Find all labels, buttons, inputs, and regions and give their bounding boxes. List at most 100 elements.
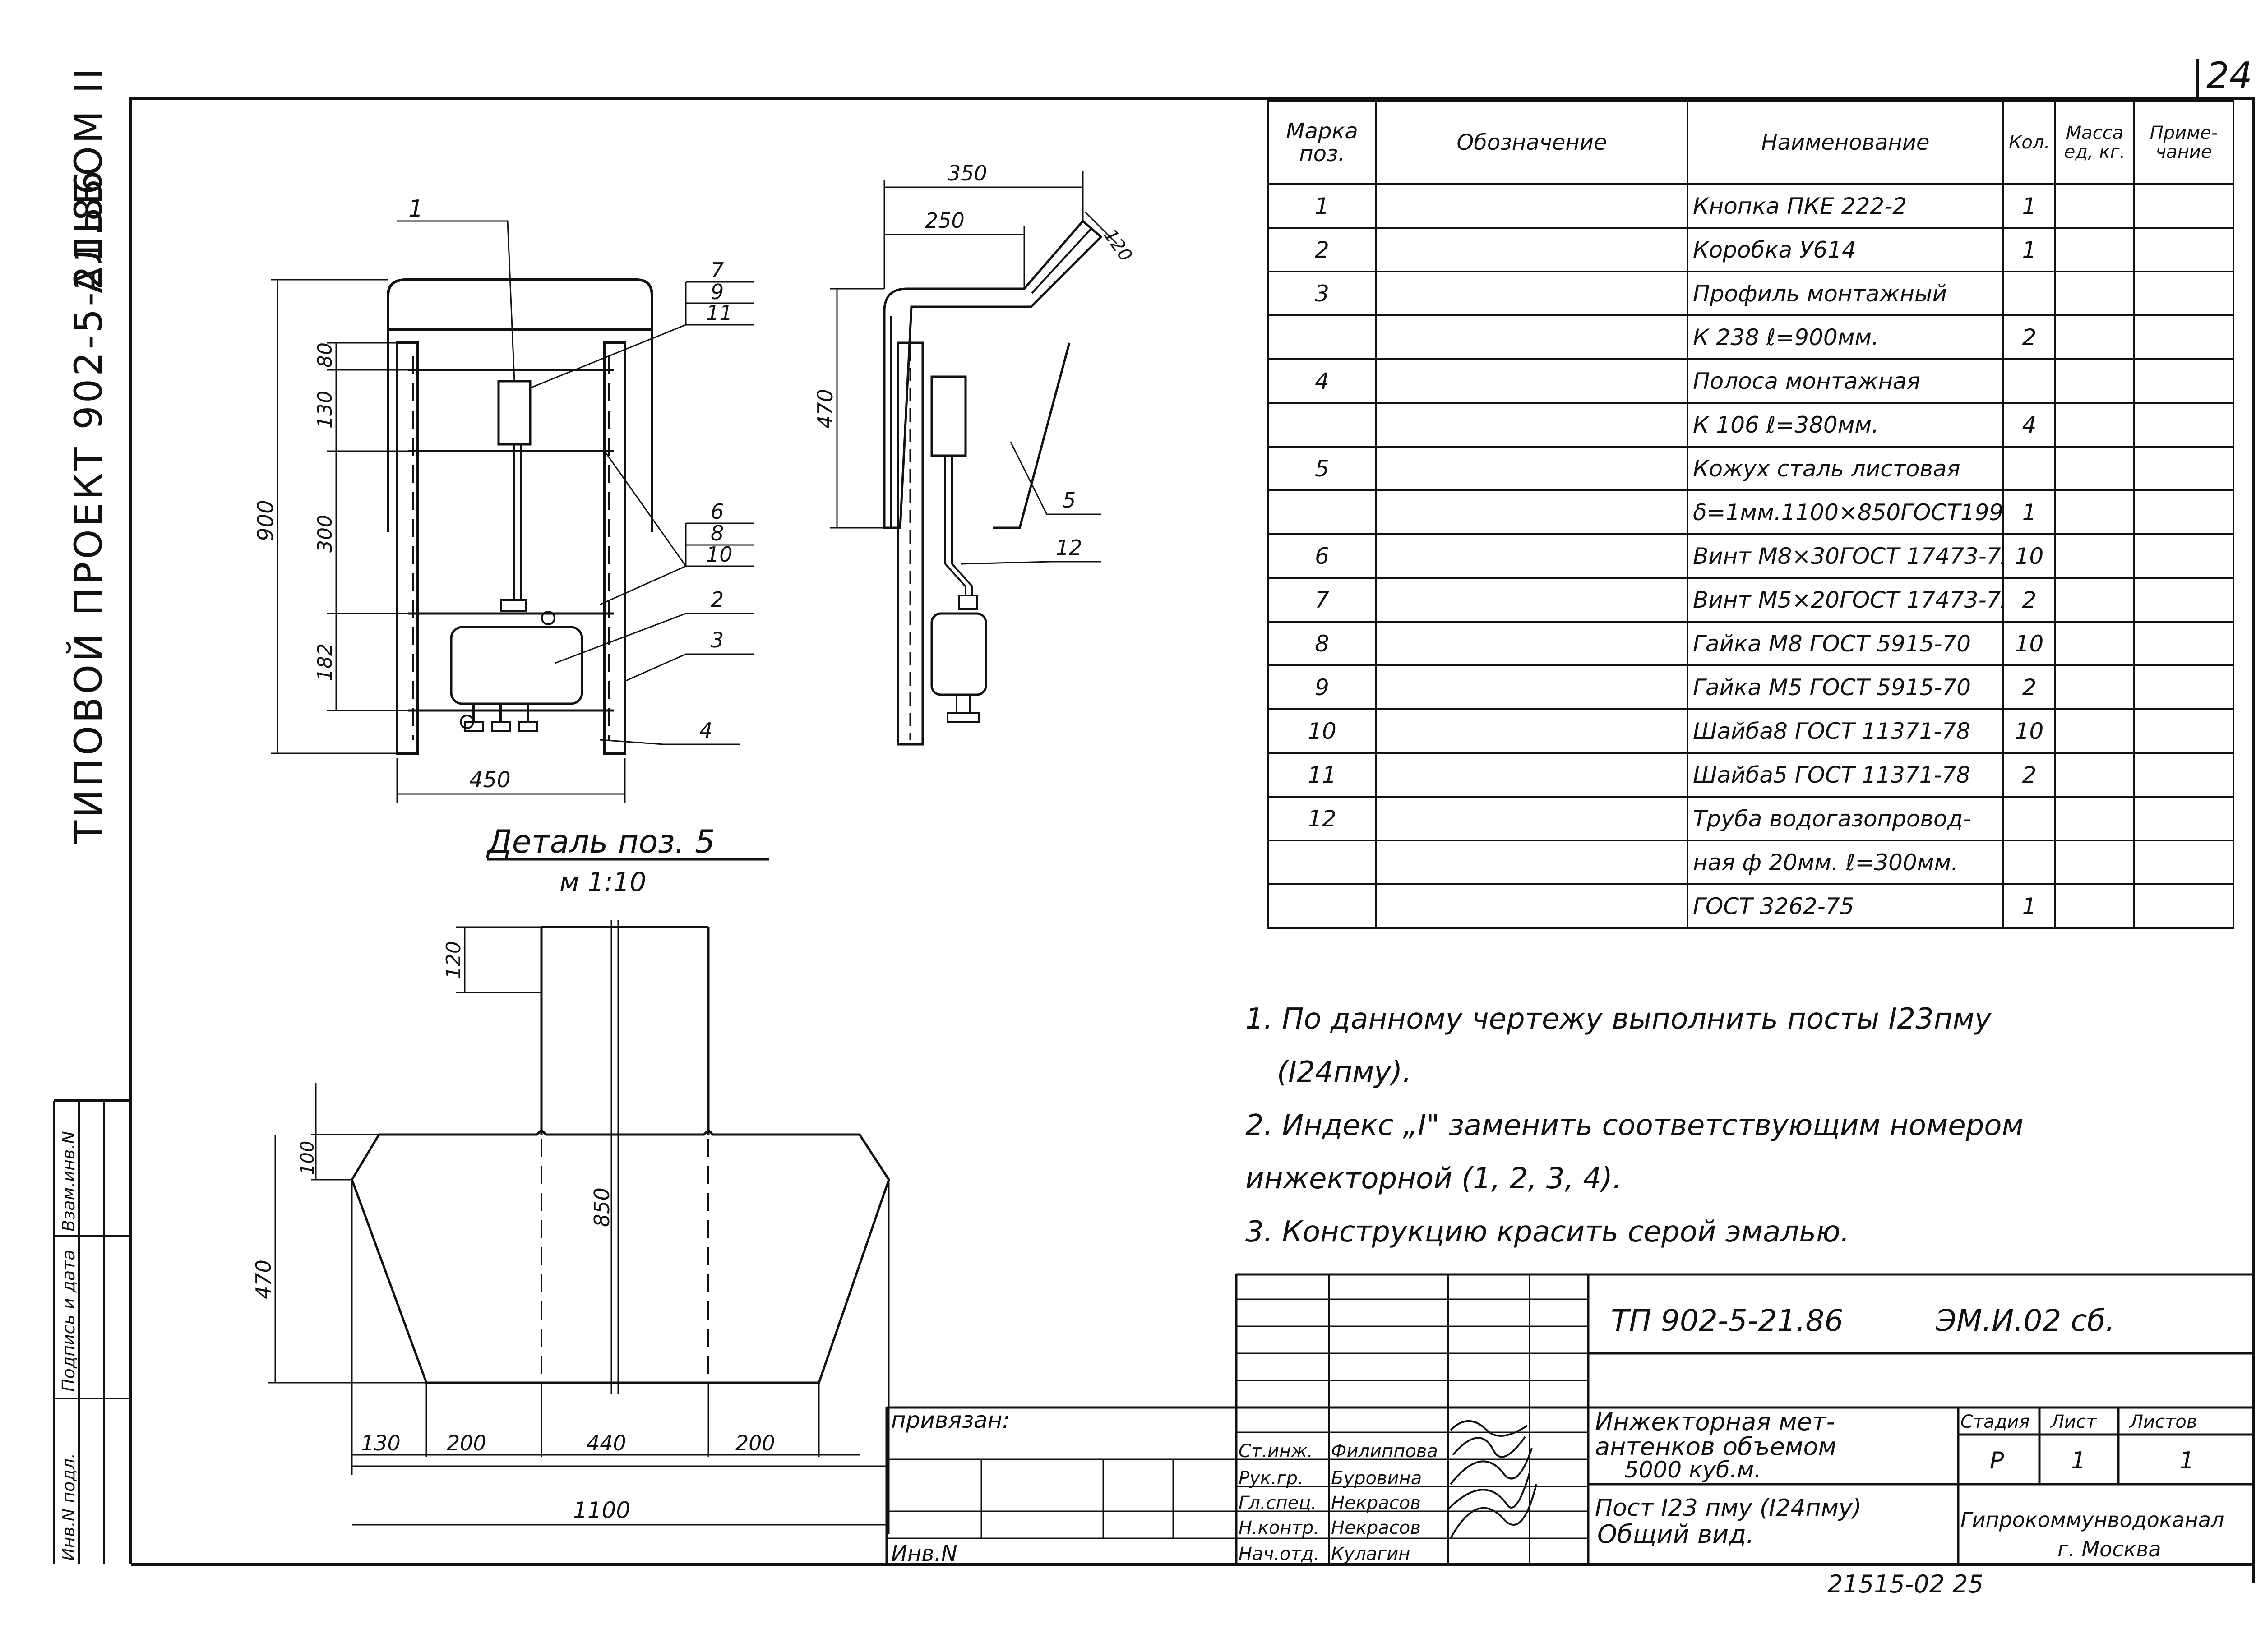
title-block-grid xyxy=(885,1273,2254,1564)
cell-note xyxy=(2133,402,2234,448)
cell-qty xyxy=(2002,358,2056,404)
side-view-labels: 5 12 350 250 120 470 xyxy=(813,161,1136,560)
sheet-code: ЭМ.И.02 сб. xyxy=(1935,1303,2115,1338)
name-2: Некрасов xyxy=(1331,1493,1421,1514)
org-name: Гипрокоммунводоканал xyxy=(1960,1508,2224,1532)
cell-designation xyxy=(1375,489,1688,535)
cell-qty: 2 xyxy=(2002,577,2056,623)
cell-mass xyxy=(2054,227,2135,272)
cell-qty xyxy=(2002,446,2056,491)
cell-note xyxy=(2133,664,2234,710)
cell-note xyxy=(2133,840,2234,885)
dim-130-detail: 130 xyxy=(361,1431,401,1455)
cell-name: Кожух сталь листовая xyxy=(1687,446,2004,491)
cell-designation xyxy=(1375,227,1688,272)
note-3: 3. Конструкцию красить серой эмалью. xyxy=(1245,1215,1850,1249)
note-2b: инжекторной (1, 2, 3, 4). xyxy=(1245,1162,1622,1195)
object-title-1: Инжекторная мет- xyxy=(1595,1407,1835,1436)
cell-designation xyxy=(1375,708,1688,754)
cell-mass xyxy=(2054,577,2135,623)
stamp-podpis: Подпись и дата xyxy=(59,1250,79,1392)
bound-label: привязан: xyxy=(891,1407,1010,1433)
cell-mass xyxy=(2054,664,2135,710)
table-row: 5 Кожух сталь листовая xyxy=(1267,446,2234,491)
callout-1: 1 xyxy=(408,195,423,222)
page-number: 24 xyxy=(2206,55,2252,97)
col-header-qty: Кол. xyxy=(2002,100,2056,185)
cell-designation xyxy=(1375,314,1688,360)
table-row: δ=1мм.1100×850ГОСТ19903-741 xyxy=(1267,489,2234,535)
dim-250: 250 xyxy=(925,208,965,233)
cell-pos: 11 xyxy=(1267,752,1377,798)
sheet-title-1: Пост I23 пму (I24пму) xyxy=(1595,1495,1862,1522)
specification-table: Марка поз. Обозначение Наименование Кол.… xyxy=(1267,100,2234,929)
cell-note xyxy=(2133,314,2234,360)
role-2: Гл.спец. xyxy=(1239,1493,1317,1514)
table-row: К 238 ℓ=900мм.2 xyxy=(1267,314,2234,360)
dim-130: 130 xyxy=(314,391,337,429)
cell-pos xyxy=(1267,314,1377,360)
cell-pos: 2 xyxy=(1267,227,1377,272)
cell-note xyxy=(2133,446,2234,491)
cell-pos: 5 xyxy=(1267,446,1377,491)
album-label: АЛЬБОМ II xyxy=(66,65,111,293)
cell-mass xyxy=(2054,314,2135,360)
cell-qty xyxy=(2002,796,2056,841)
cell-name: ГОСТ 3262-75 xyxy=(1687,883,2004,929)
cell-name: К 238 ℓ=900мм. xyxy=(1687,314,2004,360)
cell-name: Кнопка ПКЕ 222-2 xyxy=(1687,183,2004,229)
cell-qty: 2 xyxy=(2002,664,2056,710)
callout-12: 12 xyxy=(1056,535,1082,560)
dim-440-detail: 440 xyxy=(587,1431,626,1455)
cell-pos: 10 xyxy=(1267,708,1377,754)
cell-pos: 6 xyxy=(1267,533,1377,579)
cell-mass xyxy=(2054,840,2135,885)
cell-qty: 4 xyxy=(2002,402,2056,448)
col-header-designation: Обозначение xyxy=(1375,100,1688,185)
cell-note xyxy=(2133,227,2234,272)
cell-mass xyxy=(2054,446,2135,491)
cell-pos xyxy=(1267,489,1377,535)
callout-5: 5 xyxy=(1063,488,1076,512)
cell-qty: 2 xyxy=(2002,752,2056,798)
dim-470-side: 470 xyxy=(813,389,837,429)
title-block-text: ТП 902-5-21.86 ЭМ.И.02 сб. привязан: Инв… xyxy=(891,1303,2224,1598)
object-title-2: антенков объемом xyxy=(1595,1432,1836,1461)
cell-designation xyxy=(1375,358,1688,404)
cell-name: Винт М5×20ГОСТ 17473-72 xyxy=(1687,577,2004,623)
cell-designation xyxy=(1375,883,1688,929)
cell-designation xyxy=(1375,446,1688,491)
inv-label: Инв.N xyxy=(891,1541,957,1566)
callout-2: 2 xyxy=(711,587,724,612)
callout-10: 10 xyxy=(706,542,733,567)
col-header-mark: Марка поз. xyxy=(1267,100,1377,185)
dim-200-left: 200 xyxy=(447,1431,486,1455)
side-view xyxy=(830,171,1118,746)
dim-350: 350 xyxy=(948,161,987,185)
cell-mass xyxy=(2054,358,2135,404)
cell-pos xyxy=(1267,840,1377,885)
sheets-value: 1 xyxy=(2179,1447,2194,1474)
cell-pos: 9 xyxy=(1267,664,1377,710)
sheet-label: Лист xyxy=(2050,1412,2097,1432)
note-2: 2. Индекс „I" заменить соответствующим н… xyxy=(1245,1109,2024,1142)
role-1: Рук.гр. xyxy=(1239,1468,1304,1489)
cell-note xyxy=(2133,621,2234,666)
table-header-row: Марка поз. Обозначение Наименование Кол.… xyxy=(1267,100,2234,185)
dim-100-detail: 100 xyxy=(297,1141,318,1175)
stamp-inv-podl: Инв.N подл. xyxy=(59,1453,79,1561)
sheet-border xyxy=(53,59,2255,1583)
cell-note xyxy=(2133,489,2234,535)
cell-name: ная ф 20мм. ℓ=300мм. xyxy=(1687,840,2004,885)
col-header-note: Приме-чание xyxy=(2133,100,2234,185)
col-header-mass: Масса ед, кг. xyxy=(2054,100,2135,185)
object-title-3: 5000 куб.м. xyxy=(1624,1457,1761,1483)
